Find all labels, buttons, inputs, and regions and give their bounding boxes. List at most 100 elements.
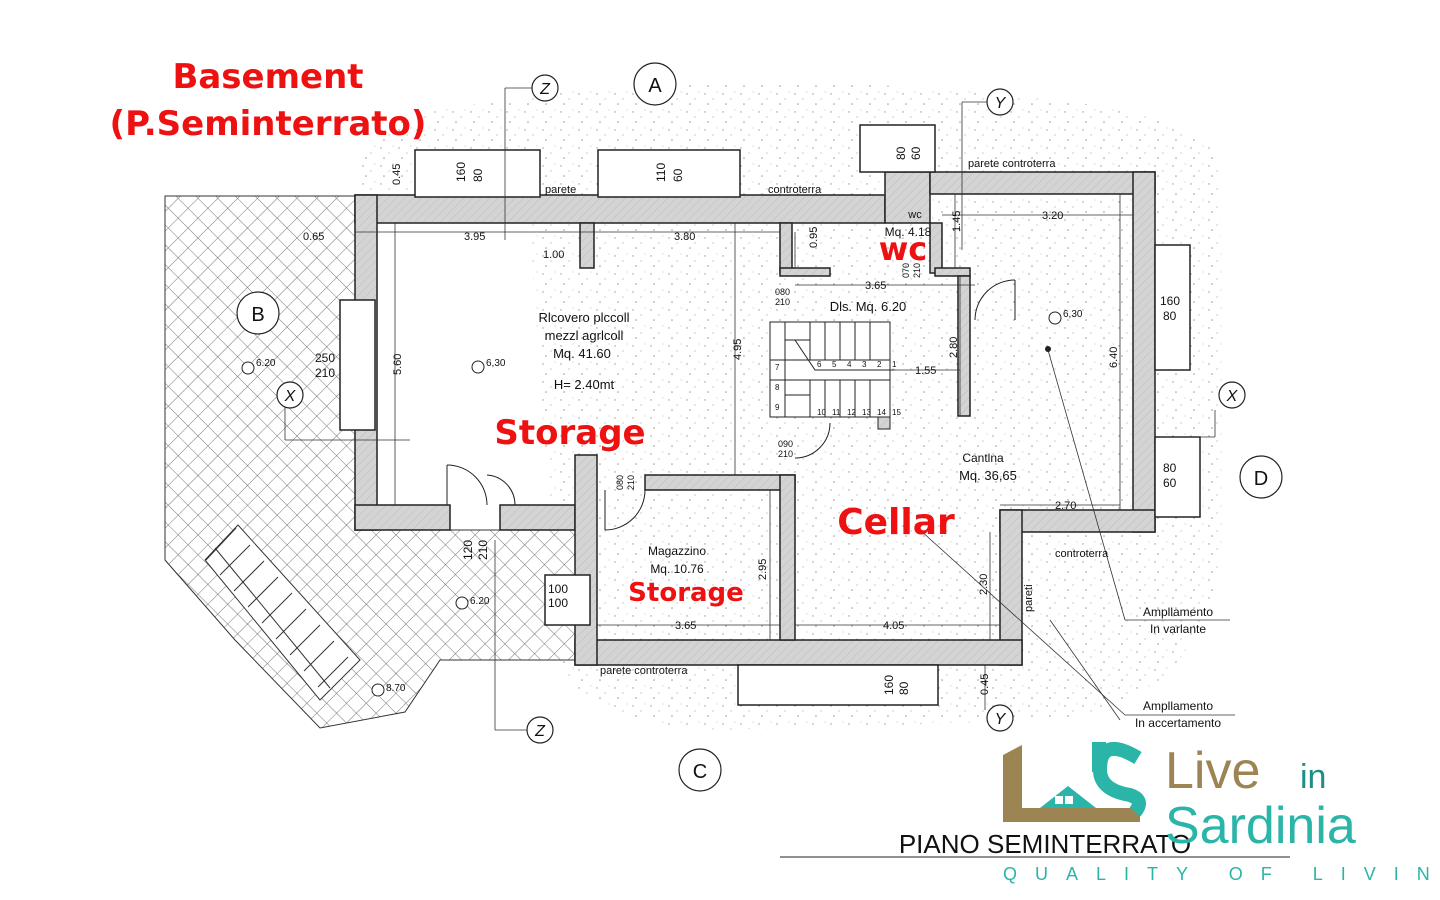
w7-w: 100 [548,582,568,596]
door-stair-w: 090 [778,439,793,449]
grid-bubbles [236,62,1283,792]
w2-w: 110 [654,163,668,182]
disimpegno-area: Dls. Mq. 6.20 [830,299,907,314]
note-parete: parete [545,184,576,196]
stair-step: 13 [862,408,871,417]
dim-230: 2.30 [978,574,990,595]
logo-tagline: QUALITY OF LIVING [1003,864,1440,884]
stair-step: 9 [775,403,780,412]
door-mag-w: 080 [615,475,625,490]
ricovero-area: Mq. 41.60 [553,346,611,361]
section-y-top: Y [995,95,1007,112]
w4-w: 160 [1160,294,1180,308]
dim-640: 6.40 [1108,347,1120,368]
footer-title: PIANO SEMINTERRATO [899,829,1191,859]
stair-step: 1 [892,360,897,369]
logo-live: Live [1165,742,1260,800]
level-markers [241,311,1062,697]
dim-560: 5.60 [392,354,404,375]
overlay-wc: wc [879,230,928,268]
note-variante-1: Ampllamento [1143,605,1213,619]
overlay-cellar: Cellar [837,502,955,543]
grid-c: C [693,761,707,783]
door-wc-w: 070 [901,263,911,278]
stair-step: 5 [832,360,837,369]
dimension-labels: 0.45 0.65 3.95 1.00 3.80 0.95 1.45 3.20 … [303,164,1120,695]
w3-h: 60 [909,146,923,160]
dim-270: 2.70 [1055,500,1076,512]
w5-w: 80 [1163,461,1177,475]
magazzino-name: Magazzino [648,544,706,558]
door-entry-w: 120 [461,540,475,560]
w6-h: 80 [897,681,911,695]
ricovero-height: H= 2.40mt [554,377,615,392]
wall-notes: parete controterra parete controterra co… [545,158,1109,677]
dim-155: 1.55 [915,365,936,377]
logo-in: in [1300,758,1326,796]
dim-365b: 3.65 [675,620,696,632]
section-z-bottom: Z [534,723,546,740]
ampliamento-notes: Ampllamento In varlante Ampllamento In a… [1135,605,1221,730]
grid-b: B [251,304,264,326]
note-accert-1: Ampllamento [1143,699,1213,713]
level-5: 8.70 [386,683,406,694]
note-controterra: controterra [768,184,822,196]
level-2: 6,30 [486,358,506,369]
doors [446,279,1016,531]
level-labels: 6.20 6,30 6,30 6.20 8.70 [256,309,1083,694]
level-1: 6.20 [256,358,276,369]
overlay-storage-main: Storage [494,413,645,453]
axis-labels: A B C D Z Z Y Y X X [251,75,1268,783]
dim-100: 1.00 [543,249,564,261]
w5-h: 60 [1163,476,1177,490]
note-accert-2: In accertamento [1135,716,1221,730]
overlay-storage-small: Storage [628,578,744,608]
dim-380: 3.80 [674,231,695,243]
door-main-w: 250 [315,351,335,365]
logo-sardinia: Sardinia [1165,797,1356,855]
headline-line1: Basement [172,57,363,97]
stair-step: 2 [877,360,882,369]
dim-065: 0.65 [303,231,324,243]
wc-area: Mq. 4.18 [885,225,932,239]
dim-405: 4.05 [883,620,904,632]
grid-a: A [648,75,662,97]
wc-name: wc [907,209,922,221]
level-3: 6,30 [1063,309,1083,320]
exterior-stair [204,524,361,701]
headline-line2: (P.Seminterrato) [110,104,427,144]
dim-365a: 3.65 [865,280,886,292]
ricovero-line2: mezzl agrlcoll [545,328,624,343]
dim-495: 4.95 [732,339,744,360]
stair-step: 11 [832,408,841,417]
section-z-top: Z [539,81,551,98]
section-marks [276,74,1246,744]
dim-280: 2.80 [948,337,960,358]
stair-step: 4 [847,360,852,369]
logo-mark-icon [1003,742,1146,822]
door-stair-h: 210 [778,449,793,459]
stair-step: 10 [817,408,826,417]
grid-d: D [1254,468,1268,490]
w6-w: 160 [882,675,896,695]
stair-step: 3 [862,360,867,369]
door-labels: 070 210 080 210 090 210 080 210 [615,263,922,490]
stair-step: 14 [877,408,886,417]
door-mag-h: 210 [626,475,636,490]
w4-h: 80 [1163,309,1177,323]
ricovero-line1: Rlcovero plccoll [538,310,629,325]
dim-295: 2.95 [757,559,769,580]
door-dis-h: 210 [775,297,790,307]
leader-lines [919,349,1235,721]
dim-320: 3.20 [1042,210,1063,222]
section-x-right: X [1226,388,1239,405]
note-parete-controterra: parete controterra [968,158,1056,170]
door-wc-h: 210 [912,263,922,278]
note-controterra-2: controterra [1055,548,1109,560]
dim-145: 1.45 [951,211,963,232]
w1-h: 80 [471,168,485,182]
interior-stair [769,321,895,430]
section-y-bottom: Y [995,711,1007,728]
stair-step: 12 [847,408,856,417]
cantina-area: Mq. 36,65 [959,468,1017,483]
